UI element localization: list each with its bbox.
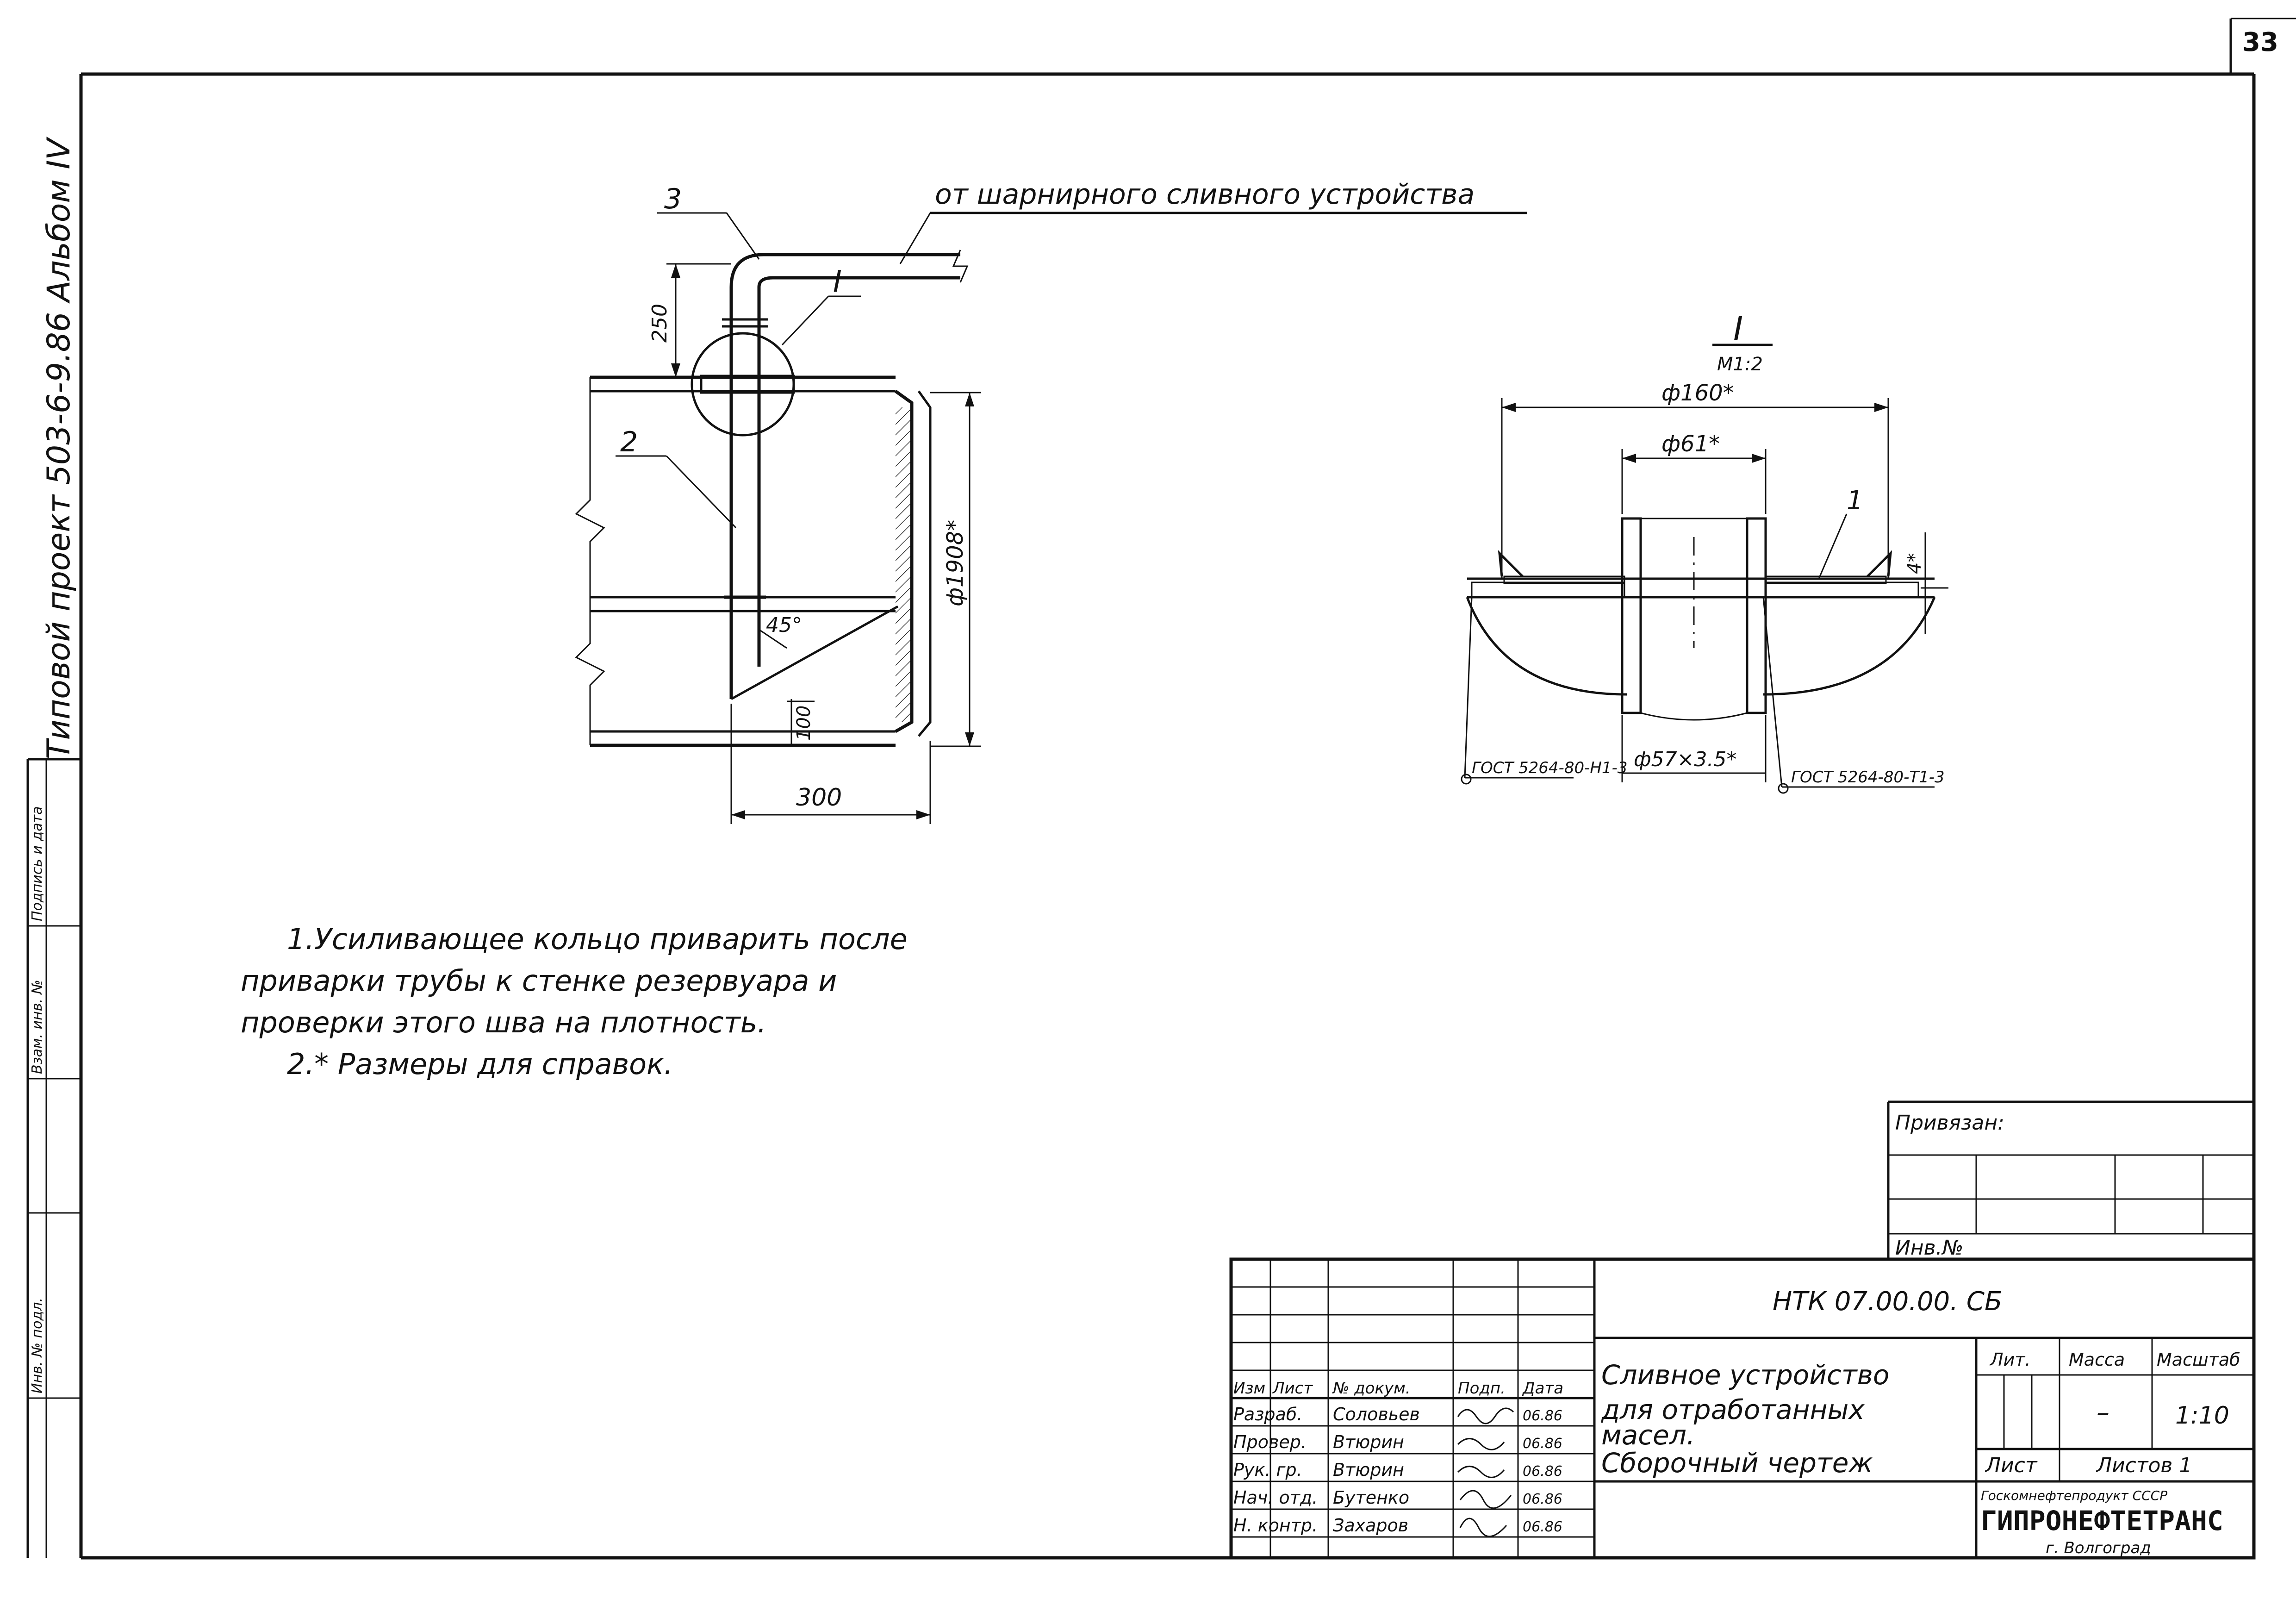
- privyazan-label: Привязан:: [1895, 1111, 2004, 1135]
- privyazan-block: [1887, 1100, 2254, 1259]
- sheet-number: 33: [2242, 27, 2278, 57]
- title-line-2: для отработанных: [1601, 1394, 1865, 1425]
- position-1-label: 1: [1847, 486, 1863, 516]
- tb-role-3: Рук. гр.: [1233, 1460, 1302, 1480]
- tb-date-5: 06.86: [1523, 1519, 1562, 1535]
- tb-role-1: Разраб.: [1233, 1404, 1302, 1424]
- tb-role-2: Провер.: [1233, 1432, 1307, 1452]
- source-label: от шарнирного сливного устройства: [935, 178, 1475, 211]
- side-stamp-strip: [26, 758, 81, 1558]
- title-line-1: Сливное устройство: [1601, 1359, 1889, 1391]
- tb-date-2: 06.86: [1523, 1436, 1562, 1452]
- lit-label: Лит.: [1989, 1349, 2031, 1370]
- detail-ref-label: I: [833, 265, 842, 299]
- sheet-label: Лист: [1985, 1454, 2038, 1477]
- tb-name-4: Бутенко: [1333, 1487, 1409, 1508]
- position-3-label: 3: [664, 183, 682, 215]
- detail-title: I: [1733, 309, 1743, 348]
- note-line-3: проверки этого шва на плотность.: [241, 1006, 766, 1039]
- sheet-frame: [79, 18, 2296, 1560]
- side-stamp-inv-orig: Инв. № подл.: [29, 1298, 45, 1393]
- org-city: г. Волгоград: [2046, 1539, 2151, 1557]
- mass-label: Масса: [2069, 1349, 2125, 1370]
- detail-view: [1461, 344, 1948, 794]
- tb-date-3: 06.86: [1523, 1463, 1562, 1480]
- tb-name-1: Соловьев: [1333, 1404, 1420, 1424]
- tb-name-3: Втюрин: [1333, 1460, 1404, 1480]
- tb-col-list: Лист: [1272, 1379, 1313, 1398]
- tb-col-izm: Изм: [1233, 1379, 1265, 1398]
- doc-code: НТК 07.00.00. СБ: [1773, 1287, 2002, 1317]
- title-block-grid: [1229, 1257, 2256, 1560]
- position-2-label: 2: [620, 426, 638, 458]
- scale-label: Масштаб: [2157, 1349, 2240, 1370]
- main-view: [575, 212, 1527, 824]
- tb-role-4: Нач. отд.: [1233, 1487, 1318, 1508]
- tb-name-2: Втюрин: [1333, 1432, 1404, 1452]
- note-line-2: приварки трубы к стенке резервуара и: [241, 964, 837, 998]
- org-ministry: Госкомнефтепродукт СССР: [1981, 1488, 2167, 1503]
- title-line-3: масел.: [1601, 1419, 1695, 1451]
- title-line-4: Сборочный чертеж: [1601, 1447, 1873, 1479]
- side-stamp-sign-date: Подпись и дата: [29, 806, 45, 922]
- dim-diameter-label: ф1908*: [942, 520, 968, 606]
- note-line-4: 2.* Размеры для справок.: [287, 1047, 673, 1081]
- tb-col-doc: № докум.: [1332, 1379, 1411, 1398]
- dim-100-label: 100: [793, 706, 815, 741]
- side-stamp-replace-inv: Взам. инв. №: [29, 980, 45, 1074]
- signatures: [1457, 1407, 1514, 1537]
- dim-250-label: 250: [648, 304, 672, 343]
- inv-number-label: Инв.№: [1895, 1236, 1963, 1260]
- angle-label: 45°: [766, 613, 802, 637]
- tb-name-5: Захаров: [1333, 1515, 1408, 1536]
- side-caption: Типовой проект 503-6-9.86 Альбом IV: [41, 137, 77, 759]
- org-name: ГИПРОНЕФТЕТРАНС: [1981, 1505, 2223, 1537]
- tb-date-1: 06.86: [1523, 1408, 1562, 1424]
- mass-value: –: [2097, 1398, 2109, 1428]
- dim-4-label: 4*: [1904, 553, 1925, 574]
- dim-300-label: 300: [796, 784, 842, 812]
- tb-col-date: Дата: [1522, 1379, 1563, 1398]
- dim-inner-diameter: ф61*: [1661, 431, 1720, 457]
- tb-col-sign: Подп.: [1458, 1379, 1506, 1398]
- tb-role-5: Н. контр.: [1233, 1515, 1318, 1536]
- sheets-count-label: Листов 1: [2096, 1454, 2192, 1477]
- note-line-1: 1.Усиливающее кольцо приварить после: [287, 922, 908, 956]
- weld-right-label: ГОСТ 5264-80-Т1-3: [1791, 768, 1945, 787]
- dim-outer-diameter: ф160*: [1661, 380, 1734, 406]
- detail-scale: М1:2: [1717, 354, 1763, 375]
- pipe-size-label: ф57×3.5*: [1634, 748, 1736, 771]
- weld-left-label: ГОСТ 5264-80-Н1-3: [1472, 759, 1627, 777]
- tb-date-4: 06.86: [1523, 1491, 1562, 1507]
- scale-value: 1:10: [2175, 1402, 2229, 1430]
